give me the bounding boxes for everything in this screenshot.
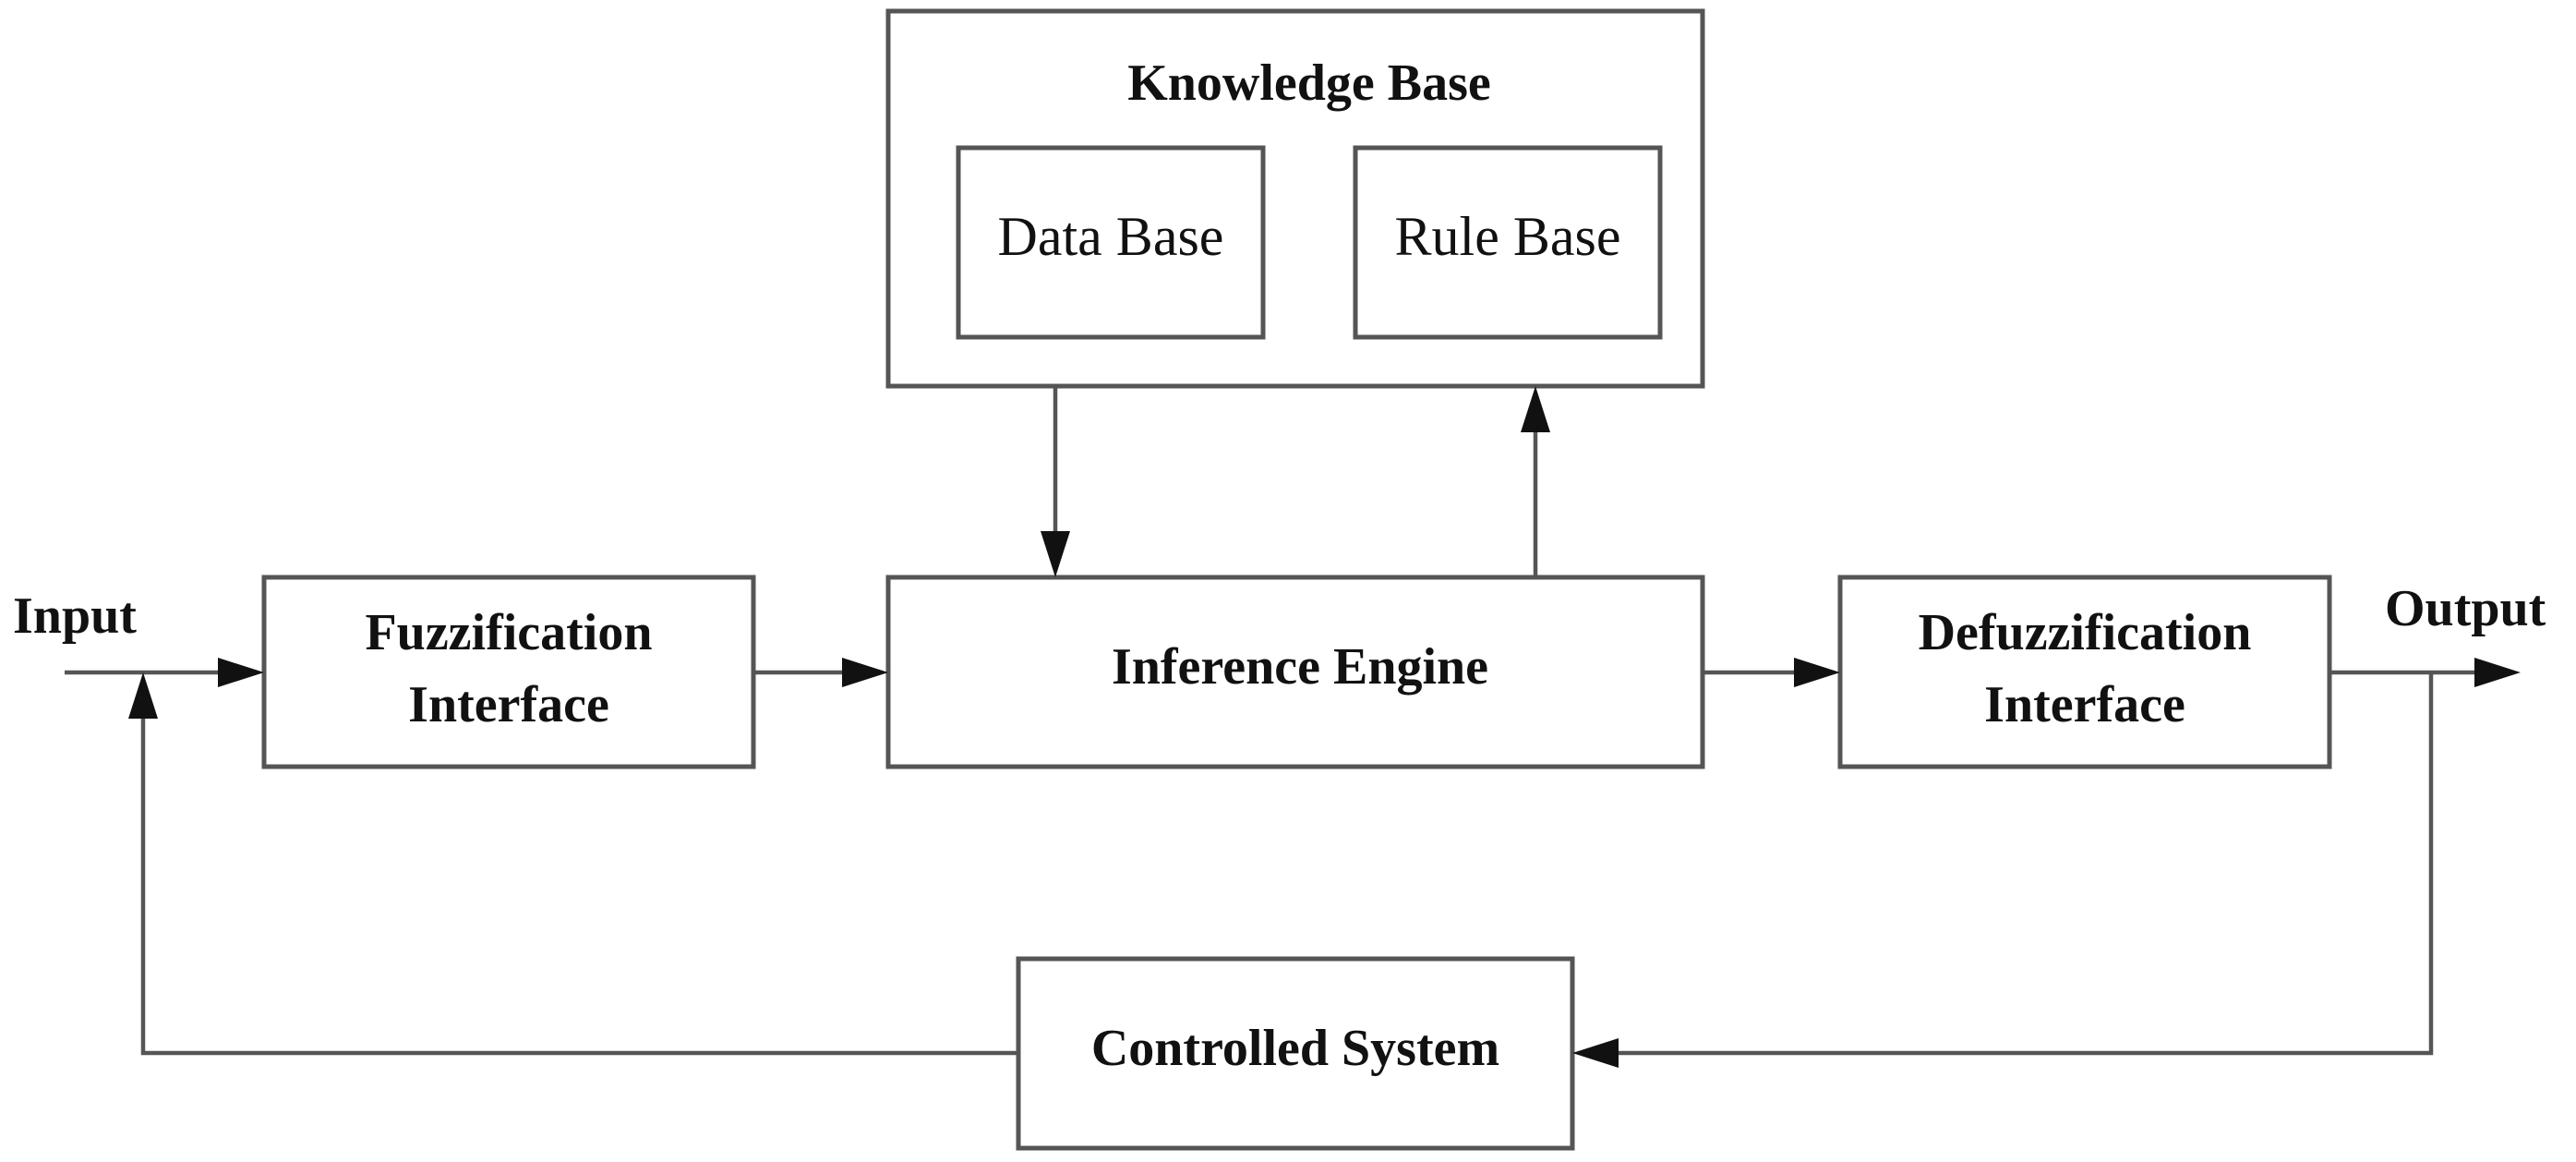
output-to-controlled-arrowhead xyxy=(1572,1038,1619,1068)
defuzzification-interface-box xyxy=(1837,575,2332,769)
data-base-label: Data Base xyxy=(998,206,1224,267)
rule-base-box xyxy=(1353,145,1663,340)
connectors xyxy=(65,386,2521,1068)
fuzz-to-inference-arrowhead xyxy=(842,658,888,687)
inference-engine-box xyxy=(885,575,1705,769)
controlled-to-input-line xyxy=(140,719,1018,1056)
data-base-block: Data Base xyxy=(956,145,1266,340)
inference-to-kb-arrowhead xyxy=(1521,386,1550,432)
rule-base-block: Rule Base xyxy=(1353,145,1663,340)
defuzzification-label-line2: Interface xyxy=(1984,676,2185,733)
controlled-system-block: Controlled System xyxy=(1016,956,1575,1151)
output-arrowhead xyxy=(2474,658,2521,687)
inference-engine-block: Inference Engine xyxy=(885,575,1705,769)
input-label: Input xyxy=(13,587,137,645)
fuzzification-interface-block: Fuzzification Interface xyxy=(261,575,756,769)
kb-to-inference-arrowhead xyxy=(1041,531,1070,577)
fuzzification-interface-box xyxy=(261,575,756,769)
controlled-to-input-arrowhead xyxy=(128,672,158,719)
data-base-box xyxy=(956,145,1266,340)
controlled-system-box xyxy=(1016,956,1575,1151)
input-arrowhead xyxy=(218,658,264,687)
inference-to-defuzz-arrowhead xyxy=(1794,658,1840,687)
defuzzification-label-line1: Defuzzification xyxy=(1919,604,2252,661)
defuzzification-interface-block: Defuzzification Interface xyxy=(1837,575,2332,769)
output-label: Output xyxy=(2385,580,2546,637)
controlled-system-label: Controlled System xyxy=(1091,1020,1499,1077)
fuzzification-label-line1: Fuzzification xyxy=(365,604,652,661)
knowledge-base-label: Knowledge Base xyxy=(1127,54,1491,112)
output-to-controlled-line xyxy=(1619,672,2434,1056)
inference-engine-label: Inference Engine xyxy=(1112,638,1488,696)
fuzzification-label-line2: Interface xyxy=(408,676,609,733)
rule-base-label: Rule Base xyxy=(1395,206,1621,267)
